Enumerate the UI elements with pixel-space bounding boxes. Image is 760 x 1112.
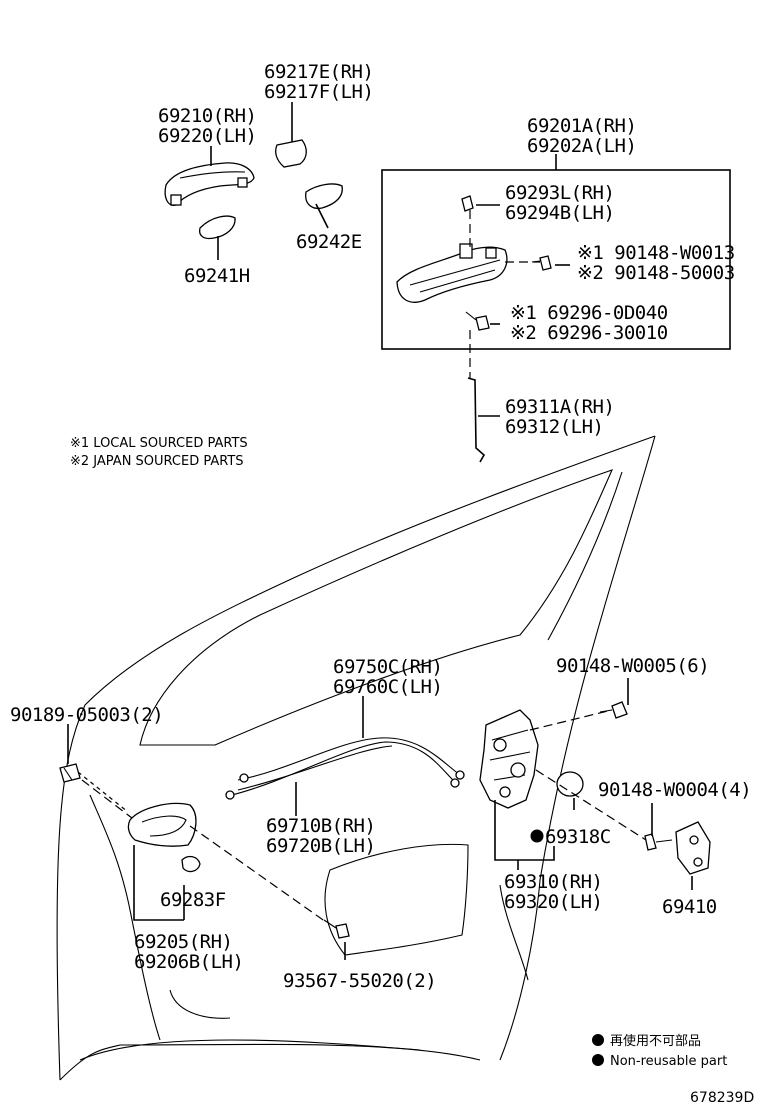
rod-69311-part: [467, 377, 486, 463]
note-local-sourced: ※1 LOCAL SOURCED PARTS: [70, 436, 248, 451]
label-90148-w0005: 90148-W0005(6): [556, 655, 709, 677]
note-japan-sourced: ※2 JAPAN SOURCED PARTS: [70, 454, 244, 469]
label-69205-rh: 69205(RH): [134, 931, 232, 953]
screw-w0005-part: [599, 701, 628, 719]
cap-69283-part: [181, 855, 201, 873]
leader-lines: [67, 102, 693, 960]
handle-frame-part: [396, 243, 508, 303]
label-93567: 93567-55020(2): [283, 970, 436, 992]
label-69217-lh: 69217F(LH): [264, 81, 373, 103]
label-69205-lh: 69206B(LH): [134, 951, 243, 973]
label-69283: 69283F: [160, 889, 226, 911]
label-69241: 69241H: [184, 265, 250, 287]
label-69311-rh: 69311A(RH): [505, 396, 614, 418]
label-69210-lh: 69220(LH): [158, 125, 256, 147]
legend-en: Non-reusable part: [610, 1054, 727, 1069]
dashed-connection-lines: [77, 210, 647, 923]
label-69310-rh: 69310(RH): [504, 871, 602, 893]
pad-69241-part: [198, 215, 236, 240]
label-69750-lh: 69760C(LH): [333, 676, 442, 698]
label-69293-rh: 69293L(RH): [505, 182, 614, 204]
non-reusable-marker-69318: [530, 829, 544, 843]
legend-jp: 再使用不可部品: [610, 1033, 701, 1049]
legend-bullet-jp: [592, 1034, 604, 1046]
label-90148-top-2: ※2 90148-50003: [577, 262, 735, 284]
label-69201-rh: 69201A(RH): [527, 115, 636, 137]
figure-number: 678239D: [690, 1090, 754, 1106]
label-69217-rh: 69217E(RH): [264, 61, 373, 83]
label-69410: 69410: [662, 896, 717, 918]
door-outline: [56, 435, 656, 1081]
label-69210-rh: 69210(RH): [158, 105, 256, 127]
label-69296-1: ※1 69296-0D040: [510, 302, 668, 324]
cables-part: [225, 737, 465, 800]
handle-cap-part: [275, 139, 307, 168]
label-69710-rh: 69710B(RH): [266, 815, 375, 837]
door-lock-assembly-part: [479, 709, 539, 809]
clip-69293-part: [461, 195, 474, 212]
striker-69410-part: [675, 821, 711, 875]
label-69710-lh: 69720B(LH): [266, 835, 375, 857]
label-69242: 69242E: [296, 231, 362, 253]
legend-bullet-en: [592, 1054, 604, 1066]
pad-69242-part: [305, 183, 343, 210]
label-90148-w0004: 90148-W0004(4): [598, 779, 751, 801]
screw-top-part: [531, 255, 552, 271]
label-69750-rh: 69750C(RH): [333, 656, 442, 678]
label-69310-lh: 69320(LH): [504, 891, 602, 913]
screw-93567-part: [323, 919, 350, 939]
screw-w0004-part: [644, 833, 673, 851]
plug-69318-part: [556, 771, 584, 797]
label-69201-lh: 69202A(LH): [527, 135, 636, 157]
inside-handle-part: [127, 802, 197, 847]
outside-handle-part: [164, 162, 255, 206]
label-69293-lh: 69294B(LH): [505, 202, 614, 224]
label-69318: 69318C: [545, 826, 611, 848]
clip-90189-part: [59, 763, 81, 783]
label-69311-lh: 69312(LH): [505, 416, 603, 438]
label-90148-top-1: ※1 90148-W0013: [577, 242, 735, 264]
label-69296-2: ※2 69296-30010: [510, 322, 668, 344]
label-90189: 90189-05003(2): [10, 704, 163, 726]
bolt-69296-part: [465, 311, 490, 331]
